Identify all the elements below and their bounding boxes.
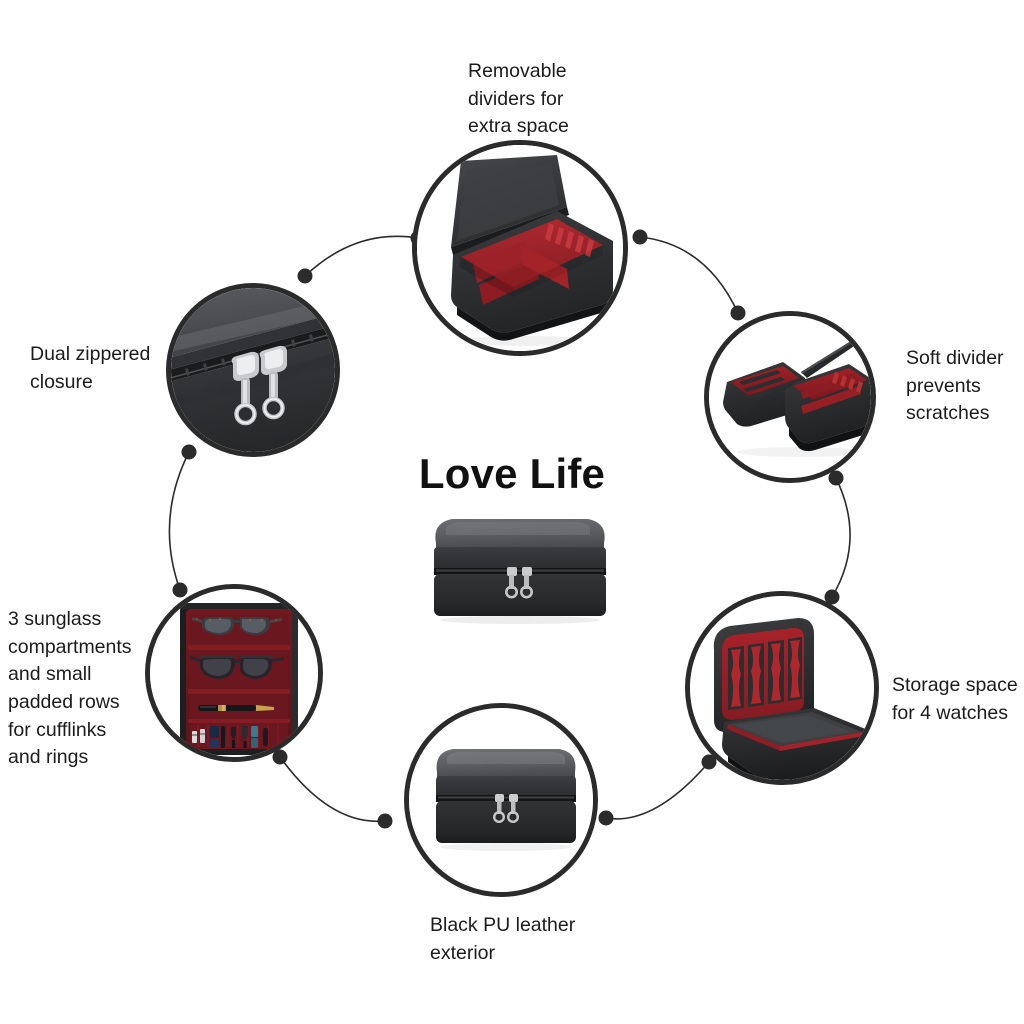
connector-dot bbox=[730, 305, 746, 321]
cufflinks-and-accessories bbox=[192, 726, 268, 748]
caption-dual-zippered-closure: Dual zippered closure bbox=[30, 343, 151, 393]
feature-photo-dual-zippered-closure bbox=[166, 283, 340, 457]
caption-pu-leather-exterior: Black PU leather exterior bbox=[430, 914, 576, 964]
zipper-pull-right bbox=[259, 345, 287, 420]
zipper-pull-left bbox=[231, 351, 259, 426]
caption-soft-divider: Soft divider prevents scratches bbox=[906, 347, 1004, 425]
feature-photo-pu-leather-exterior bbox=[404, 703, 598, 897]
connector-line bbox=[639, 236, 739, 314]
connector-line bbox=[605, 761, 710, 820]
feature-photo-removable-dividers bbox=[412, 140, 628, 356]
connector-dot bbox=[632, 229, 648, 245]
sunglasses bbox=[190, 655, 284, 679]
zipper-pull-right bbox=[520, 567, 534, 599]
connector-dot bbox=[297, 268, 313, 284]
connector-line bbox=[304, 235, 419, 277]
feature-photo-watch-storage bbox=[685, 591, 879, 785]
connector-dot bbox=[377, 813, 393, 829]
fountain-pen bbox=[198, 705, 274, 711]
caption-sunglass-compartments: 3 sunglass compartments and small padded… bbox=[8, 608, 132, 769]
connector-line bbox=[279, 756, 386, 823]
eyeglasses bbox=[192, 617, 282, 635]
zipper-pull-left bbox=[505, 567, 519, 599]
zipper-pull-left bbox=[492, 794, 505, 823]
feature-photo-soft-divider bbox=[704, 311, 876, 483]
page-title: Love Life bbox=[418, 450, 606, 497]
caption-removable-dividers: Removable dividers for extra space bbox=[468, 60, 569, 138]
feature-photo-sunglass-compartments bbox=[145, 584, 323, 762]
center-product-image bbox=[402, 497, 638, 637]
connector-dot bbox=[598, 810, 614, 826]
caption-watch-storage: Storage space for 4 watches bbox=[892, 674, 1018, 724]
connector-dot bbox=[172, 582, 188, 598]
zipper-pull-right bbox=[506, 794, 519, 823]
